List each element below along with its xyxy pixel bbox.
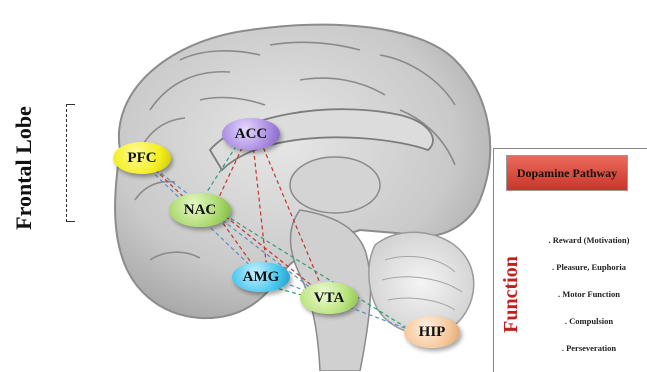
node-vta: VTA — [300, 282, 358, 314]
frontal-lobe-label: Frontal Lobe — [4, 98, 44, 238]
thalamus — [290, 157, 380, 213]
function-item: . Reward (Motivation) — [530, 227, 647, 254]
frontal-lobe-bracket — [66, 104, 75, 222]
node-pfc-label: PFC — [127, 150, 156, 167]
function-label: Function — [494, 219, 528, 369]
node-nac: NAC — [169, 193, 231, 227]
function-panel: Dopamine Pathway Function . Reward (Moti… — [493, 148, 647, 372]
function-label-text: Function — [500, 256, 523, 333]
function-item: . Motor Function — [530, 281, 647, 308]
function-item: . Perseveration — [530, 335, 647, 362]
function-list: . Reward (Motivation) . Pleasure, Euphor… — [530, 227, 647, 362]
frontal-lobe-text: Frontal Lobe — [11, 106, 37, 230]
node-acc: ACC — [222, 118, 280, 150]
panel-title: Dopamine Pathway — [506, 155, 628, 191]
node-vta-label: VTA — [314, 290, 345, 307]
node-hip: HIP — [404, 316, 460, 348]
function-item: . Compulsion — [530, 308, 647, 335]
node-amg: AMG — [232, 262, 290, 292]
node-acc-label: ACC — [235, 126, 268, 143]
node-nac-label: NAC — [184, 202, 217, 219]
node-amg-label: AMG — [243, 269, 280, 286]
node-pfc: PFC — [113, 142, 171, 174]
function-item: . Pleasure, Euphoria — [530, 254, 647, 281]
node-hip-label: HIP — [419, 324, 446, 341]
panel-title-text: Dopamine Pathway — [517, 166, 617, 181]
